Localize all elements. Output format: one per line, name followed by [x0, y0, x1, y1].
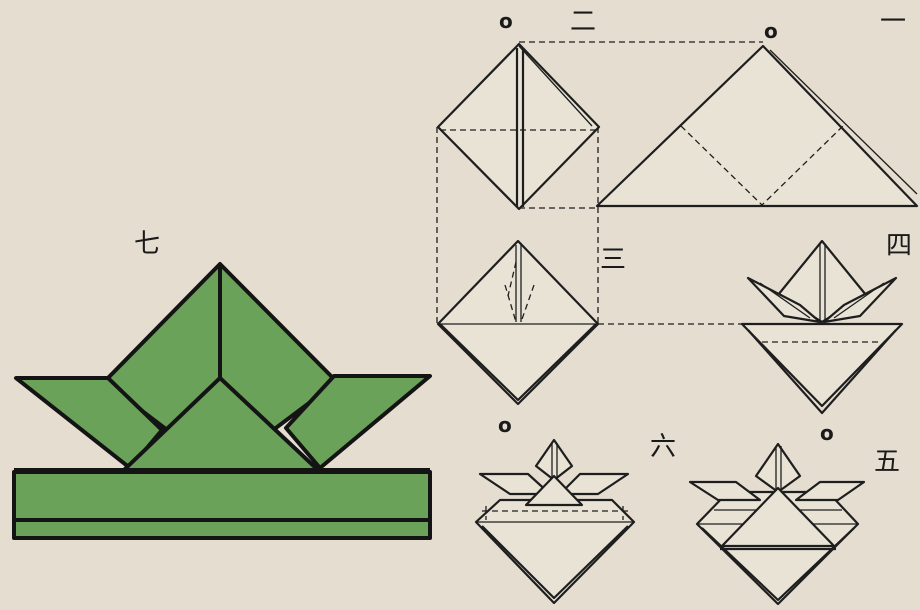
- step-7-kabuto: [14, 264, 430, 538]
- step-2-diamond: [438, 44, 599, 209]
- mark-step-5: o: [820, 421, 834, 445]
- step-1-triangle: [597, 46, 917, 206]
- step-3-diamond: [438, 241, 598, 404]
- step-4-figure: [742, 241, 902, 413]
- step-label-7: 七: [134, 229, 160, 259]
- step-5-figure: [690, 444, 864, 604]
- step-label-2: 二: [570, 7, 596, 37]
- step-label-1: 一: [880, 7, 906, 37]
- mark-step-6: o: [498, 413, 512, 437]
- step-label-6: 六: [650, 432, 676, 462]
- step-label-3: 三: [600, 245, 626, 275]
- step-label-5: 五: [874, 447, 900, 477]
- mark-step-2: o: [499, 9, 513, 33]
- step-label-4: 四: [886, 231, 912, 261]
- step-6-figure: [476, 440, 634, 603]
- mark-step-1: o: [764, 19, 778, 43]
